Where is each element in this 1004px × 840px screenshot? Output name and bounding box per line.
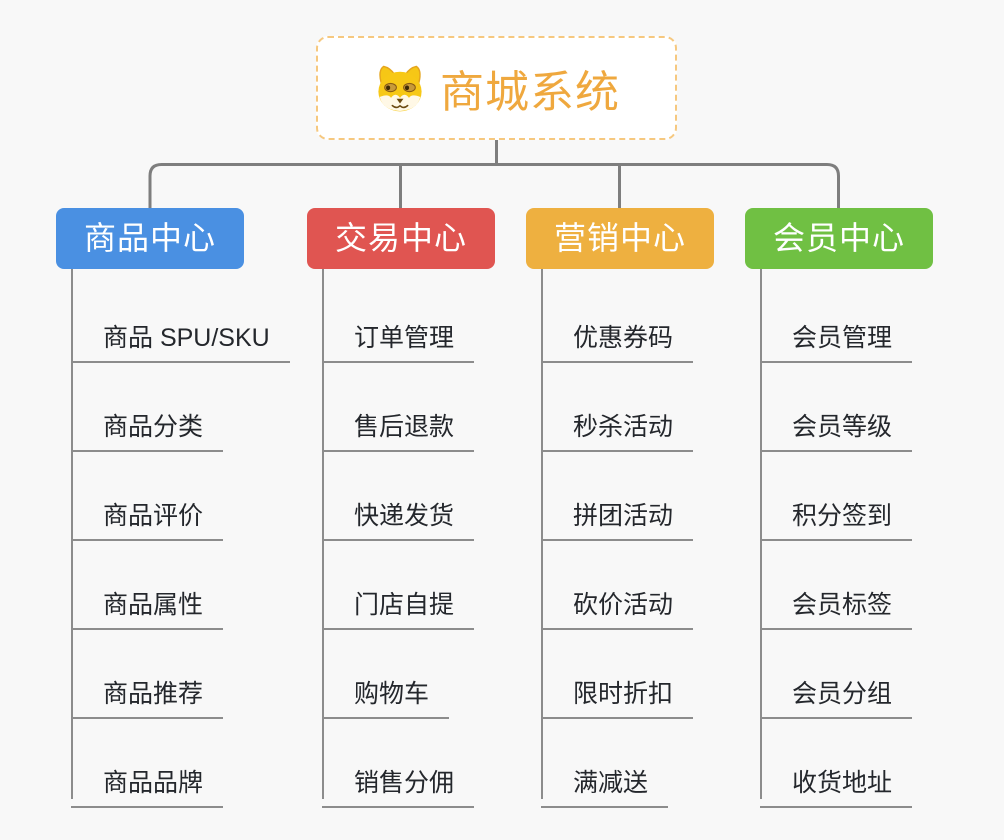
branch-spine-line bbox=[541, 269, 543, 799]
child-topic[interactable]: 商品评价 bbox=[71, 486, 224, 541]
branch-topic-label: 商品中心 bbox=[83, 220, 216, 256]
branch-spine-line bbox=[760, 269, 762, 799]
child-topic[interactable]: 砍价活动 bbox=[541, 575, 694, 630]
branch-topic-label: 交易中心 bbox=[334, 220, 467, 256]
child-topic[interactable]: 商品 SPU/SKU bbox=[71, 308, 290, 363]
child-topic[interactable]: 满减送 bbox=[541, 753, 669, 808]
root-topic[interactable]: 商城系统 bbox=[316, 36, 677, 140]
branch-spine-line bbox=[322, 269, 324, 799]
child-topic[interactable]: 会员管理 bbox=[760, 308, 913, 363]
child-topic[interactable]: 快递发货 bbox=[322, 486, 475, 541]
branch-topic-marketing-center[interactable]: 营销中心 bbox=[526, 208, 714, 269]
child-topic[interactable]: 商品推荐 bbox=[71, 664, 224, 719]
child-topic[interactable]: 收货地址 bbox=[760, 753, 913, 808]
child-topic[interactable]: 拼团活动 bbox=[541, 486, 694, 541]
child-topic[interactable]: 商品属性 bbox=[71, 575, 224, 630]
child-topic[interactable]: 会员等级 bbox=[760, 397, 913, 452]
branch-topic-label: 会员中心 bbox=[772, 220, 905, 256]
branch-topic-label: 营销中心 bbox=[553, 220, 686, 256]
branch-topic-member-center[interactable]: 会员中心 bbox=[745, 208, 933, 269]
child-topic[interactable]: 购物车 bbox=[322, 664, 450, 719]
child-topic[interactable]: 商品品牌 bbox=[71, 753, 224, 808]
child-topic[interactable]: 积分签到 bbox=[760, 486, 913, 541]
branch-topic-trade-center[interactable]: 交易中心 bbox=[307, 208, 495, 269]
child-topic[interactable]: 商品分类 bbox=[71, 397, 224, 452]
child-topic[interactable]: 门店自提 bbox=[322, 575, 475, 630]
branch-topic-product-center[interactable]: 商品中心 bbox=[56, 208, 244, 269]
child-topic[interactable]: 订单管理 bbox=[322, 308, 475, 363]
child-topic[interactable]: 限时折扣 bbox=[541, 664, 694, 719]
child-topic[interactable]: 会员标签 bbox=[760, 575, 913, 630]
branch-spine-line bbox=[71, 269, 73, 799]
child-topic[interactable]: 会员分组 bbox=[760, 664, 913, 719]
root-topic-title: 商城系统 bbox=[440, 68, 620, 117]
shiba-dog-icon bbox=[373, 63, 427, 113]
child-topic[interactable]: 售后退款 bbox=[322, 397, 475, 452]
child-topic[interactable]: 销售分佣 bbox=[322, 753, 475, 808]
child-topic[interactable]: 秒杀活动 bbox=[541, 397, 694, 452]
child-topic[interactable]: 优惠券码 bbox=[541, 308, 694, 363]
